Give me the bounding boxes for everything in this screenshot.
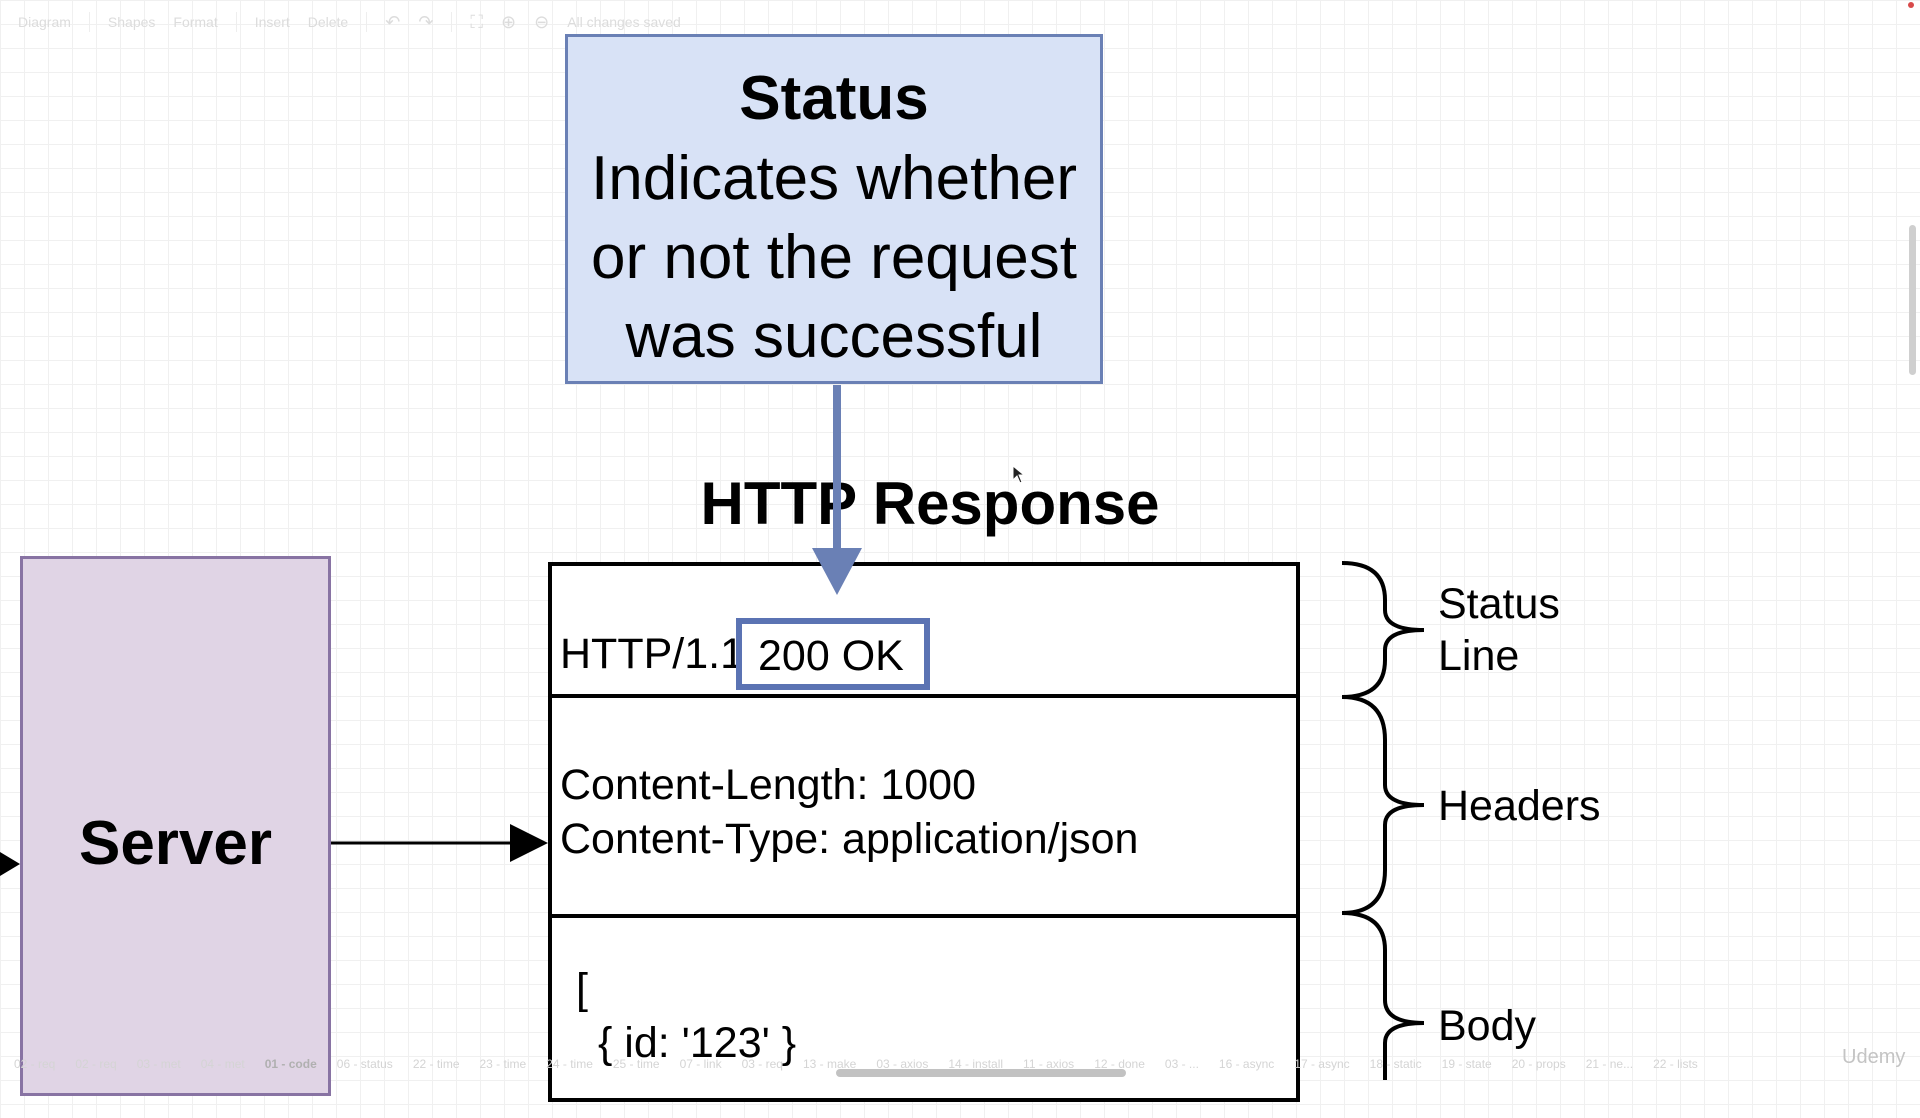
body-line: [ [576,965,588,1013]
page-tab[interactable]: 11 - axios [1023,1057,1075,1071]
brand-watermark: Udemy [1842,1046,1906,1068]
page-tab[interactable]: 22 - time [412,1057,460,1071]
page-tab[interactable]: 21 - ne... [1585,1057,1634,1071]
headers-label: Headers [1438,782,1601,830]
status-description-line: or not the request [591,223,1077,292]
server-label: Server [78,809,273,878]
page-tab[interactable]: 14 - install [948,1057,1004,1071]
body-line: { id: '123' } [598,1019,797,1067]
server-arrowhead [510,824,548,862]
status-line-brace [1341,561,1425,699]
status-callout[interactable]: Status Indicates whether or not the requ… [565,34,1103,384]
toolbar-divider [451,12,453,32]
page-tab[interactable]: 03 - axios [876,1057,929,1071]
page-tab[interactable]: 17 - async [1294,1057,1350,1071]
save-status: All changes saved [567,14,681,30]
diagram-menu[interactable]: Diagram [18,14,71,30]
incoming-arrowhead [0,852,20,876]
page-tab[interactable]: 25 - time [612,1057,660,1071]
page-tab[interactable]: 04 - met [200,1057,245,1071]
shapes-toggle[interactable]: Shapes [107,14,156,30]
page-tab[interactable]: 19 - state [1441,1057,1492,1071]
page-tab[interactable]: 23 - time [479,1057,527,1071]
undo-icon[interactable]: ↶ [385,11,401,32]
redo-icon[interactable]: ↷ [418,11,434,32]
server-box[interactable]: Server [20,556,331,1096]
toolbar-divider [366,12,368,32]
status-line-label-line: Status [1438,580,1560,628]
response-box[interactable]: HTTP/1.1 200 OK Content-Length: 1000 Con… [548,562,1300,1102]
insert-menu[interactable]: Insert [254,14,290,30]
page-tab[interactable]: 03 - met [136,1057,181,1071]
status-line-row[interactable]: HTTP/1.1 200 OK [552,566,1296,698]
http-version: HTTP/1.1 [560,629,744,678]
page-tab[interactable]: 20 - props [1511,1057,1566,1071]
page-tab[interactable]: 13 - make [802,1057,857,1071]
zoom-in-icon[interactable]: ⊕ [501,11,517,32]
delete-button[interactable]: Delete [307,14,349,30]
page-tab[interactable]: 02 - req [75,1057,117,1071]
header-line: Content-Type: application/json [560,815,1139,863]
page-tab[interactable]: 03 - req [741,1057,783,1071]
fullscreen-icon[interactable]: ⛶ [470,11,484,32]
page-tab[interactable]: 06 - status [336,1057,393,1071]
diagram-title: HTTP Response [700,470,1160,537]
horizontal-scrollbar[interactable] [836,1069,1126,1077]
status-description-line: was successful [625,302,1043,371]
page-tab[interactable]: 24 - time [546,1057,593,1071]
status-code-highlight[interactable]: 200 OK [736,618,930,690]
page-tab[interactable]: 22 - lists [1653,1057,1698,1071]
header-line: Content-Length: 1000 [560,761,976,809]
page-tab-bar: 02 - req 02 - req 03 - met 04 - met 01 - cod… [0,1048,1920,1080]
body-label: Body [1438,1002,1537,1050]
notification-dot [1908,2,1914,8]
page-tab[interactable]: 16 - async [1218,1057,1275,1071]
page-tab[interactable]: 01 - code [264,1057,317,1071]
headers-row[interactable]: Content-Length: 1000 Content-Type: appli… [552,698,1296,918]
status-title: Status [739,64,929,133]
status-line-label-line: Line [1438,632,1520,680]
page-tab[interactable]: 03 - ... [1164,1057,1199,1071]
page-tab[interactable]: 18 - static [1369,1057,1422,1071]
toolbar: Diagram Shapes Format Insert Delete ↶ ↷ … [0,0,1920,44]
page-tab[interactable]: 12 - done [1094,1057,1145,1071]
toolbar-divider [88,12,90,32]
toolbar-divider [235,12,237,32]
status-description-line: Indicates whether [591,144,1077,213]
body-row[interactable]: [ { id: '123' } [552,918,1296,1118]
status-line-text: HTTP/1.1 200 OK [560,618,930,690]
zoom-out-icon[interactable]: ⊖ [534,11,550,32]
format-toggle[interactable]: Format [173,14,218,30]
headers-brace [1341,695,1425,915]
page-tab[interactable]: 02 - req [14,1057,56,1071]
page-tab[interactable]: 07 - link [679,1057,722,1071]
mouse-cursor-icon [1012,465,1026,484]
vertical-scrollbar[interactable] [1909,225,1916,375]
